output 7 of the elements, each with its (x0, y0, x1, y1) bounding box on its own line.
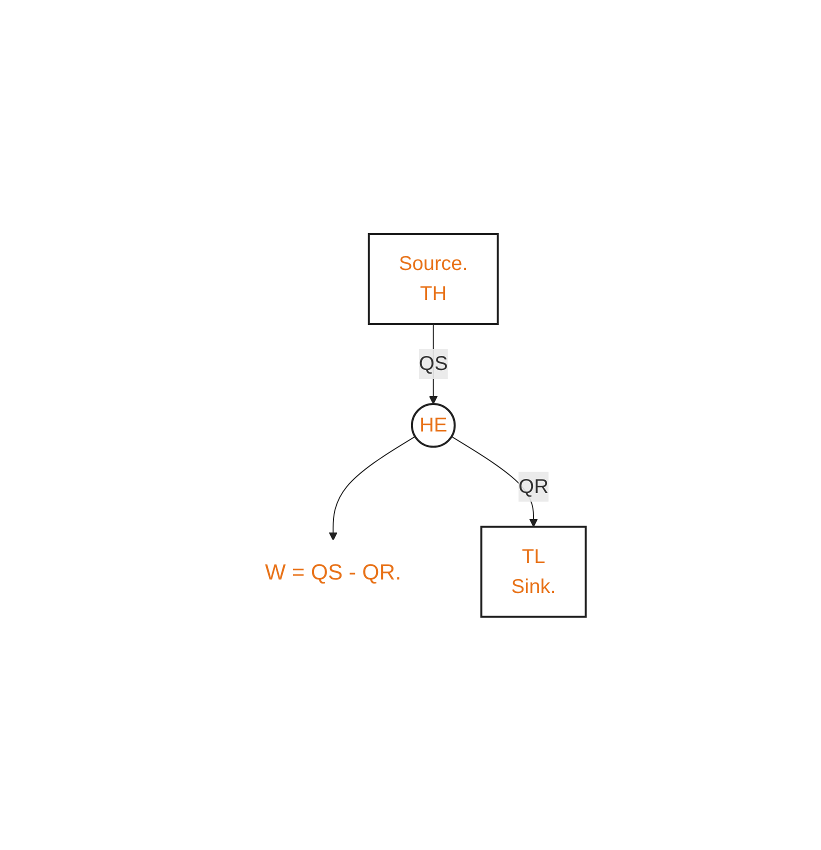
node-box: TL Sink. (480, 525, 587, 618)
node-box: Source. TH (368, 232, 499, 325)
node-circle: HE (411, 402, 456, 448)
arrow (328, 436, 416, 540)
edge-label: QS (418, 352, 448, 375)
node-text: W = QS - QR. (265, 558, 402, 584)
edge-label: QR (518, 475, 549, 498)
